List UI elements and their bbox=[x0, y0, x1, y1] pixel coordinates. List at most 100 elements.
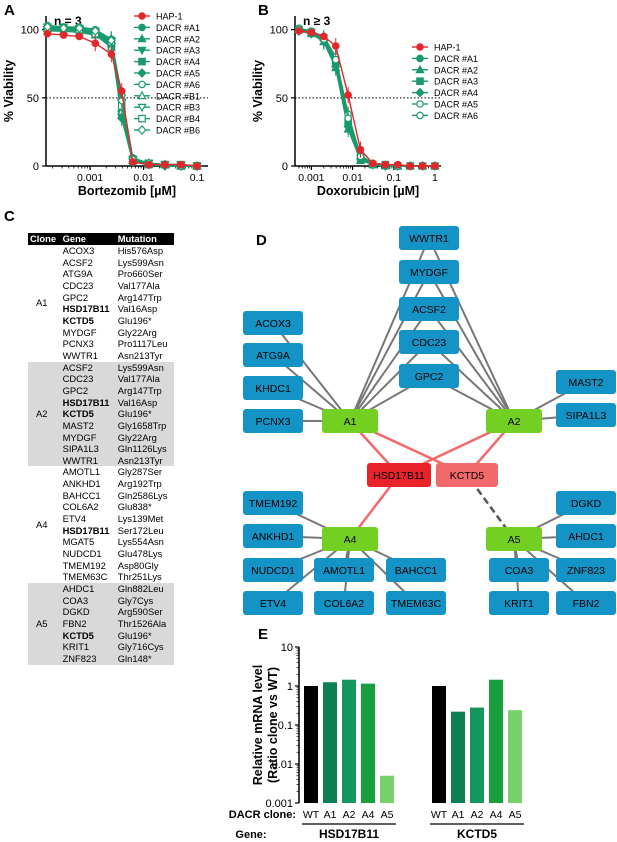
network-node-dgkd bbox=[556, 491, 616, 515]
network-node-tmem192 bbox=[243, 491, 303, 515]
network-node-label: KRIT1 bbox=[504, 598, 534, 610]
chart-b-legend-marker bbox=[416, 77, 424, 86]
chart-b-point bbox=[393, 160, 402, 169]
mutation-cell: Pro660Ser bbox=[117, 268, 163, 280]
chart-e-bar bbox=[304, 686, 318, 803]
chart-e-clone-row-label: DACR clone: bbox=[229, 809, 296, 821]
chart-e-category-label: A4 bbox=[362, 809, 375, 821]
network-node-a1 bbox=[322, 409, 378, 433]
network-edge bbox=[428, 271, 515, 422]
network-node-label: AMOTL1 bbox=[323, 565, 365, 577]
chart-e-ytick-label: 0.001 bbox=[265, 798, 293, 810]
chart-a-xtick-label: 0.1 bbox=[190, 172, 205, 184]
chart-a-legend-marker bbox=[137, 125, 147, 135]
chart-b-xlabel: Doxorubicin [µM] bbox=[317, 184, 419, 198]
gene-cell: COA3 bbox=[60, 594, 116, 607]
mutation-cell: Gln148* bbox=[115, 652, 174, 665]
chart-e-ytick-label: 1 bbox=[287, 681, 293, 693]
chart-b-ytick-label: 50 bbox=[276, 93, 288, 105]
chart-a-point bbox=[117, 87, 126, 95]
network-node-pcnx3 bbox=[243, 409, 303, 433]
gene-cell: HSD17B11 bbox=[62, 524, 110, 536]
mutation-cell: Arg147Trp bbox=[117, 291, 162, 303]
mutation-cell: Arg147Trp bbox=[115, 384, 174, 397]
panel-letter-a: A bbox=[4, 2, 15, 19]
chart-b-legend-label: DACR #A5 bbox=[434, 100, 478, 110]
gene-cell: HSD17B11 bbox=[60, 396, 116, 409]
gene-cell: TMEM63C bbox=[62, 571, 108, 583]
panel-letter-e: E bbox=[258, 626, 269, 643]
mutation-cell: Val177Ala bbox=[115, 373, 174, 385]
network-node-amotl1 bbox=[314, 558, 374, 582]
chart-e-category-label: A5 bbox=[509, 809, 522, 821]
network-node-label: ETV4 bbox=[260, 598, 286, 610]
panel-letter-c: C bbox=[4, 208, 15, 225]
chart-b-legend-marker bbox=[416, 43, 424, 51]
mutation-cell: Gly287Ser bbox=[117, 466, 163, 478]
chart-e-bar bbox=[508, 710, 522, 803]
chart-e-bar bbox=[470, 707, 484, 803]
panel-letter-d: D bbox=[256, 232, 267, 249]
gene-cell: DGKD bbox=[60, 606, 116, 618]
chart-b-legend-marker bbox=[416, 111, 424, 120]
mutation-cell: Glu196* bbox=[117, 314, 152, 326]
gene-cell: ACSF2 bbox=[60, 361, 116, 374]
chart-a-point bbox=[90, 26, 100, 36]
gene-cell: KCTD5 bbox=[62, 314, 94, 326]
network-node-znf823 bbox=[556, 558, 616, 582]
mutation-cell: Val16Asp bbox=[117, 303, 158, 315]
network-node-hsd17b11 bbox=[367, 463, 431, 487]
network-node-kctd5 bbox=[436, 463, 498, 487]
header-clone: Clone bbox=[28, 233, 61, 245]
network-node-label: A1 bbox=[344, 416, 357, 428]
network-node-ahdc1 bbox=[556, 524, 616, 548]
mutation-cell: His576Asp bbox=[117, 245, 164, 256]
chart-e-category-label: A1 bbox=[452, 809, 465, 821]
chart-a-ylabel: % Viability bbox=[2, 60, 16, 122]
network-node-acsf2 bbox=[399, 297, 459, 321]
mutation-cell: Lys599Asn bbox=[117, 256, 164, 268]
chart-a-ytick-label: 0 bbox=[33, 161, 39, 173]
chart-e-category-label: A5 bbox=[381, 809, 394, 821]
network-node-label: GPC2 bbox=[415, 371, 444, 383]
chart-e-bar bbox=[451, 711, 465, 803]
chart-a-legend-label: DACR #B1 bbox=[156, 91, 200, 101]
chart-a-legend-marker bbox=[137, 46, 147, 56]
gene-cell: SIPA1L3 bbox=[60, 443, 116, 455]
chart-a-legend-label: DACR #B3 bbox=[156, 103, 200, 113]
network-edge bbox=[349, 341, 430, 422]
chart-a-legend-marker bbox=[138, 12, 146, 20]
network-node-khdc1 bbox=[243, 376, 303, 400]
chart-a-legend-label: DACR #A3 bbox=[156, 46, 200, 56]
gene-cell: GPC2 bbox=[60, 384, 116, 397]
chart-a-xtick-label: 0.01 bbox=[133, 172, 154, 184]
network-node-label: TMEM192 bbox=[249, 498, 298, 510]
chart-a-ytick-label: 50 bbox=[27, 93, 39, 105]
chart-b-point bbox=[295, 27, 303, 35]
network-node-wwtr1 bbox=[399, 226, 459, 250]
mutation-cell: Lys139Met bbox=[117, 513, 164, 525]
gene-cell: ZNF823 bbox=[60, 652, 116, 665]
chart-e-category-label: WT bbox=[303, 809, 320, 821]
mutation-cell: Lys599Asn bbox=[115, 361, 174, 374]
chart-a-point bbox=[106, 35, 116, 46]
gene-cell: PCNX3 bbox=[62, 338, 94, 350]
chart-b-legend-label: DACR #A4 bbox=[434, 88, 478, 98]
